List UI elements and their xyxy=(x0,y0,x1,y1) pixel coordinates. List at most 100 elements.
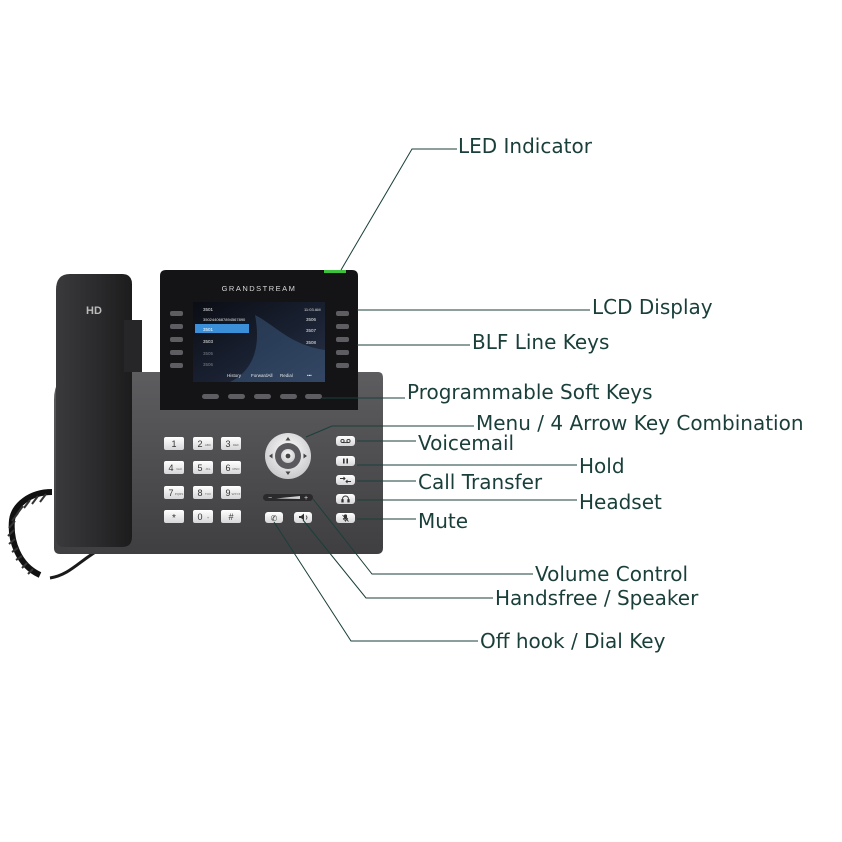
navigation-keys[interactable] xyxy=(265,433,311,479)
lcd-left-line-4: 3503 xyxy=(203,339,214,344)
blf-key-left-2[interactable] xyxy=(170,324,183,329)
svg-text:3: 3 xyxy=(225,439,230,449)
blf-key-left-5[interactable] xyxy=(170,363,183,368)
leader-led xyxy=(340,148,457,271)
phone-icon: ✆ xyxy=(271,514,278,523)
voicemail-key[interactable] xyxy=(336,436,355,446)
volume-plus-icon: + xyxy=(304,495,308,502)
svg-text:PQRS: PQRS xyxy=(175,492,184,496)
callout-programmable-soft-keys: Programmable Soft Keys xyxy=(407,380,653,404)
dial-keypad: 1 2 ABC 3 DEF 4 GHI 5 JKL 6 MNO 7 PQRS 8… xyxy=(164,437,241,524)
display-housing: GRANDSTREAM 11:03 AM 3501 35024406878945… xyxy=(160,270,358,410)
svg-text:+: + xyxy=(207,515,210,520)
key-6[interactable]: 6 MNO xyxy=(221,461,241,474)
off-hook-dial-key[interactable]: ✆ xyxy=(265,512,283,523)
key-5[interactable]: 5 JKL xyxy=(193,461,213,474)
key-9[interactable]: 9 WXYZ xyxy=(221,486,241,499)
lcd-status: 11:03 AM xyxy=(304,307,321,312)
arrow-down-icon[interactable] xyxy=(285,471,291,476)
key-3[interactable]: 3 DEF xyxy=(221,437,241,450)
handset-hd-badge: HD xyxy=(86,305,102,317)
key-0[interactable]: 0 + xyxy=(193,510,213,523)
lcd-softkey-forwardall: ForwardAll xyxy=(251,373,273,378)
key-4[interactable]: 4 GHI xyxy=(164,461,184,474)
soft-key-1[interactable] xyxy=(202,394,219,399)
handset[interactable]: HD xyxy=(56,274,142,547)
volume-control[interactable]: − + xyxy=(263,494,313,502)
key-2[interactable]: 2 ABC xyxy=(193,437,213,450)
lcd-right-line-2: 3507 xyxy=(306,328,317,333)
callout-headset: Headset xyxy=(579,490,662,514)
callout-handsfree-speaker: Handsfree / Speaker xyxy=(495,586,699,610)
callout-hold: Hold xyxy=(579,454,625,478)
speaker-icon xyxy=(299,513,308,521)
leader-offhook xyxy=(273,521,478,642)
svg-text:GHI: GHI xyxy=(176,467,182,471)
arrow-up-icon[interactable] xyxy=(285,437,291,441)
lcd-right-line-1: 3506 xyxy=(306,317,317,322)
arrow-right-icon[interactable] xyxy=(303,453,308,459)
blf-key-right-3[interactable] xyxy=(336,337,349,342)
blf-key-left-3[interactable] xyxy=(170,337,183,342)
handset-cord xyxy=(7,489,103,580)
soft-key-5[interactable] xyxy=(305,394,322,399)
callout-mute: Mute xyxy=(418,509,469,533)
blf-key-right-4[interactable] xyxy=(336,350,349,355)
callout-call-transfer: Call Transfer xyxy=(418,470,543,494)
mute-key[interactable] xyxy=(336,513,355,523)
led-indicator xyxy=(324,270,346,273)
blf-key-left-1[interactable] xyxy=(170,311,183,316)
headset-icon xyxy=(341,495,350,503)
function-keys xyxy=(336,436,355,523)
callout-off-hook-dial-key: Off hook / Dial Key xyxy=(480,629,666,653)
svg-text:JKL: JKL xyxy=(205,467,211,471)
voicemail-icon xyxy=(340,438,351,444)
lcd-right-line-3: 3508 xyxy=(306,340,317,345)
handsfree-speaker-key[interactable] xyxy=(294,512,312,523)
svg-text:6: 6 xyxy=(225,463,230,473)
key-1[interactable]: 1 xyxy=(164,437,184,450)
phone-base xyxy=(54,372,383,554)
key-hash[interactable]: # xyxy=(221,510,241,523)
brand-logo: GRANDSTREAM xyxy=(222,284,297,293)
svg-text:WXYZ: WXYZ xyxy=(232,492,241,496)
callout-volume-control: Volume Control xyxy=(535,562,689,586)
callout-blf-line-keys: BLF Line Keys xyxy=(472,330,610,354)
svg-text:2: 2 xyxy=(197,439,202,449)
svg-text:1: 1 xyxy=(171,439,176,449)
key-8[interactable]: 8 TUV xyxy=(193,486,213,499)
lcd-softkey-more: ••• xyxy=(307,373,312,378)
svg-text:*: * xyxy=(172,513,176,524)
key-7[interactable]: 7 PQRS xyxy=(164,486,184,499)
soft-key-2[interactable] xyxy=(228,394,245,399)
blf-key-right-5[interactable] xyxy=(336,363,349,368)
call-transfer-key[interactable] xyxy=(336,475,355,485)
hold-icon xyxy=(343,458,348,464)
soft-key-3[interactable] xyxy=(254,394,271,399)
lcd-highlight-row xyxy=(195,324,249,333)
soft-key-4[interactable] xyxy=(280,394,297,399)
callout-leader-lines xyxy=(273,148,590,642)
svg-text:#: # xyxy=(228,512,233,522)
leader-volume xyxy=(312,498,533,575)
mute-icon xyxy=(342,514,349,522)
svg-text:8: 8 xyxy=(197,488,202,498)
blf-key-right-2[interactable] xyxy=(336,324,349,329)
headset-key[interactable] xyxy=(336,494,355,504)
leader-speaker xyxy=(302,519,493,599)
key-star[interactable]: * xyxy=(164,510,184,524)
svg-text:0: 0 xyxy=(197,512,202,522)
blf-key-left-4[interactable] xyxy=(170,350,183,355)
lcd-left-line-2: 3502440687894567890 xyxy=(203,317,246,322)
volume-minus-icon: − xyxy=(268,495,272,502)
callout-menu-arrow-keys: Menu / 4 Arrow Key Combination xyxy=(476,411,804,435)
blf-key-right-1[interactable] xyxy=(336,311,349,316)
svg-text:ABC: ABC xyxy=(205,443,212,447)
svg-text:TUV: TUV xyxy=(205,492,211,496)
callout-lcd-display: LCD Display xyxy=(592,295,713,319)
lcd-left-line-3: 3501 xyxy=(203,327,214,332)
lcd-softkey-redial: Redial xyxy=(280,373,293,378)
hold-key[interactable] xyxy=(336,456,355,466)
arrow-left-icon[interactable] xyxy=(269,453,273,459)
